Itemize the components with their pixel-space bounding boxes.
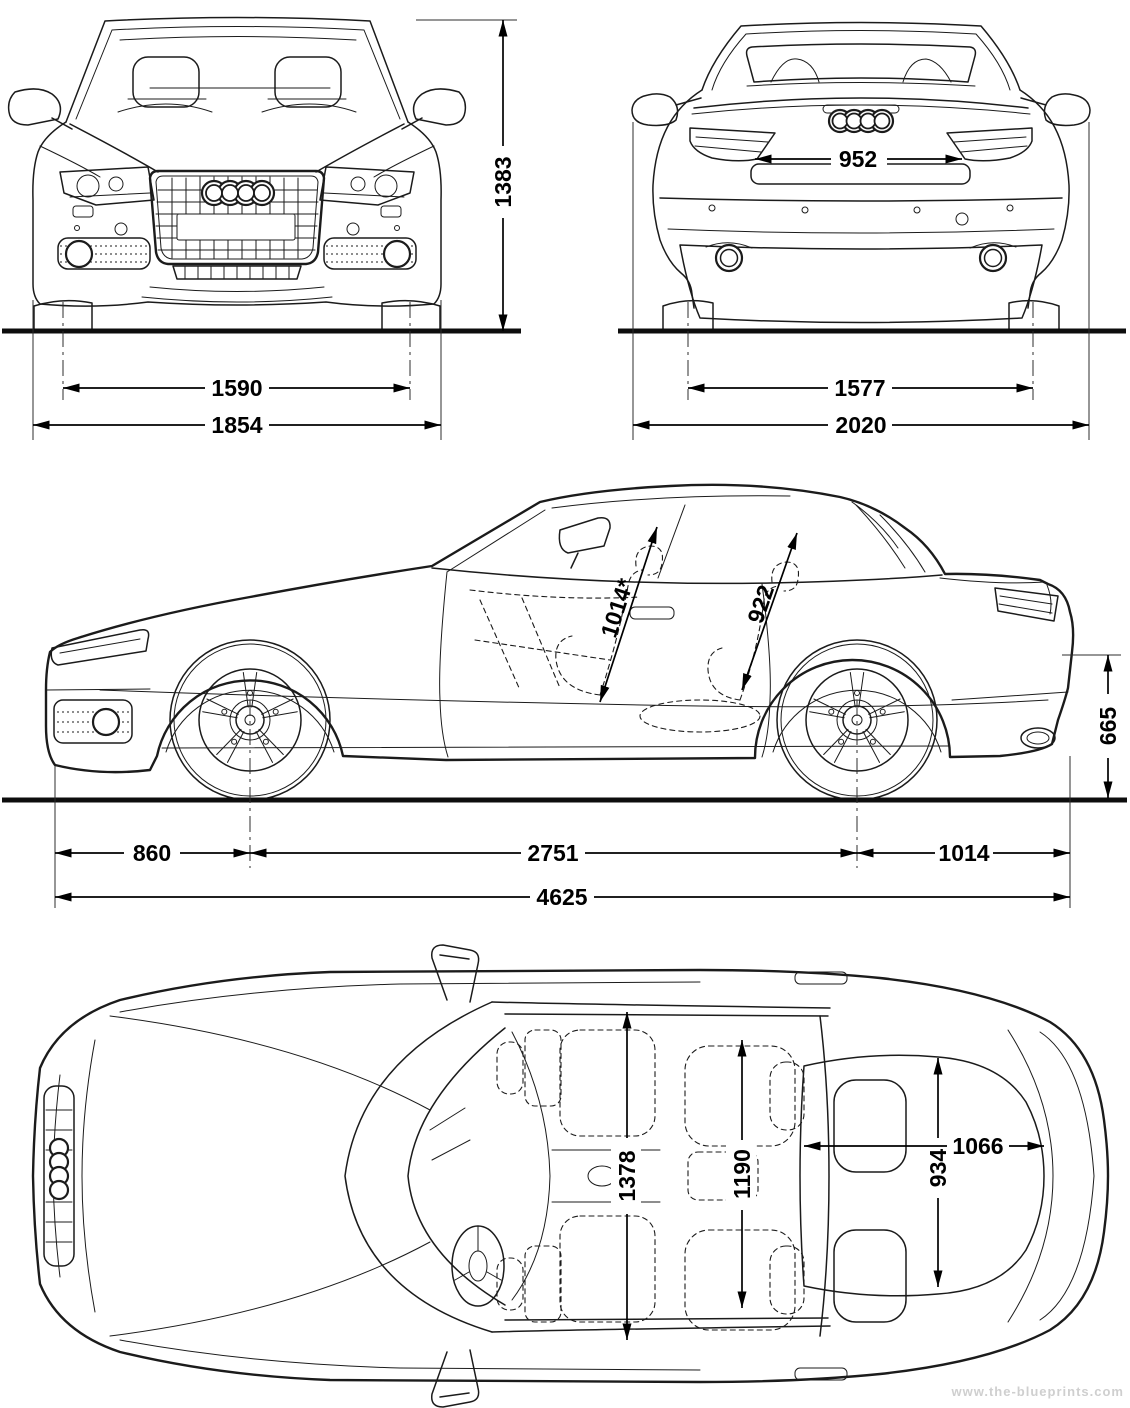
dim-label-boot-inner: 934: [925, 1149, 951, 1188]
side-interior-dashed: [469, 545, 800, 733]
dim-top-front-cabin-width: 1378: [611, 1012, 641, 1340]
dim-label-overall-length: 4625: [536, 884, 587, 910]
audi-rings-rear-icon: [827, 108, 895, 134]
front-car-drawing: [7, 16, 467, 331]
top-view: 1378 1190 934 1066: [31, 944, 1110, 1408]
dim-front-track: 1590: [62, 302, 411, 401]
audi-rings-icon: [200, 179, 276, 207]
watermark: www.the-blueprints.com: [951, 1384, 1124, 1399]
dim-label-rear-width: 2020: [835, 412, 886, 438]
dim-rear-track: 1577: [687, 302, 1034, 401]
side-view: 1014* 922 665 860 2751 1014: [2, 483, 1127, 910]
dim-rear-boot-width: 952: [755, 146, 962, 172]
dim-label-rear-boot-width: 952: [839, 146, 877, 172]
dim-label-front-height: 1383: [490, 156, 516, 207]
dim-label-rear-overhang: 1014: [938, 840, 989, 866]
rear-view: 952 1577 2020: [618, 21, 1126, 440]
dim-side-bottom: 860 2751 1014 4625: [54, 700, 1071, 910]
rear-car-drawing: [631, 21, 1091, 331]
dim-label-boot-opening: 1066: [952, 1133, 1003, 1159]
dim-top-boot-inner: 934: [922, 1058, 952, 1287]
dim-front-body-width: 1854: [32, 300, 442, 440]
front-view: 1383 1590 1854: [2, 16, 521, 440]
dim-rear-overall-width: 2020: [632, 122, 1090, 440]
dim-label-front-cabin: 1378: [614, 1150, 640, 1201]
top-seats-dashed: [496, 1029, 805, 1331]
dim-label-front-track: 1590: [211, 375, 262, 401]
dim-side-deck-height: 665: [1062, 654, 1122, 798]
dim-label-wheelbase: 2751: [527, 840, 578, 866]
dim-label-deck-height: 665: [1095, 707, 1121, 746]
dim-label-rear-track: 1577: [834, 375, 885, 401]
dim-side-interior-front: 1014*: [595, 526, 658, 703]
audi-rings-top-icon: [48, 1137, 70, 1201]
dim-top-rear-cabin-width: 1190: [726, 1040, 756, 1308]
dim-front-overall-height: 1383: [416, 19, 517, 331]
dim-label-front-overhang: 860: [133, 840, 171, 866]
dim-label-front-width: 1854: [211, 412, 262, 438]
side-car-drawing: [44, 483, 1075, 801]
dim-label-interior-rear: 922: [742, 582, 779, 627]
dim-top-boot-opening: 1066: [804, 1133, 1044, 1159]
dim-label-rear-cabin: 1190: [729, 1149, 755, 1199]
